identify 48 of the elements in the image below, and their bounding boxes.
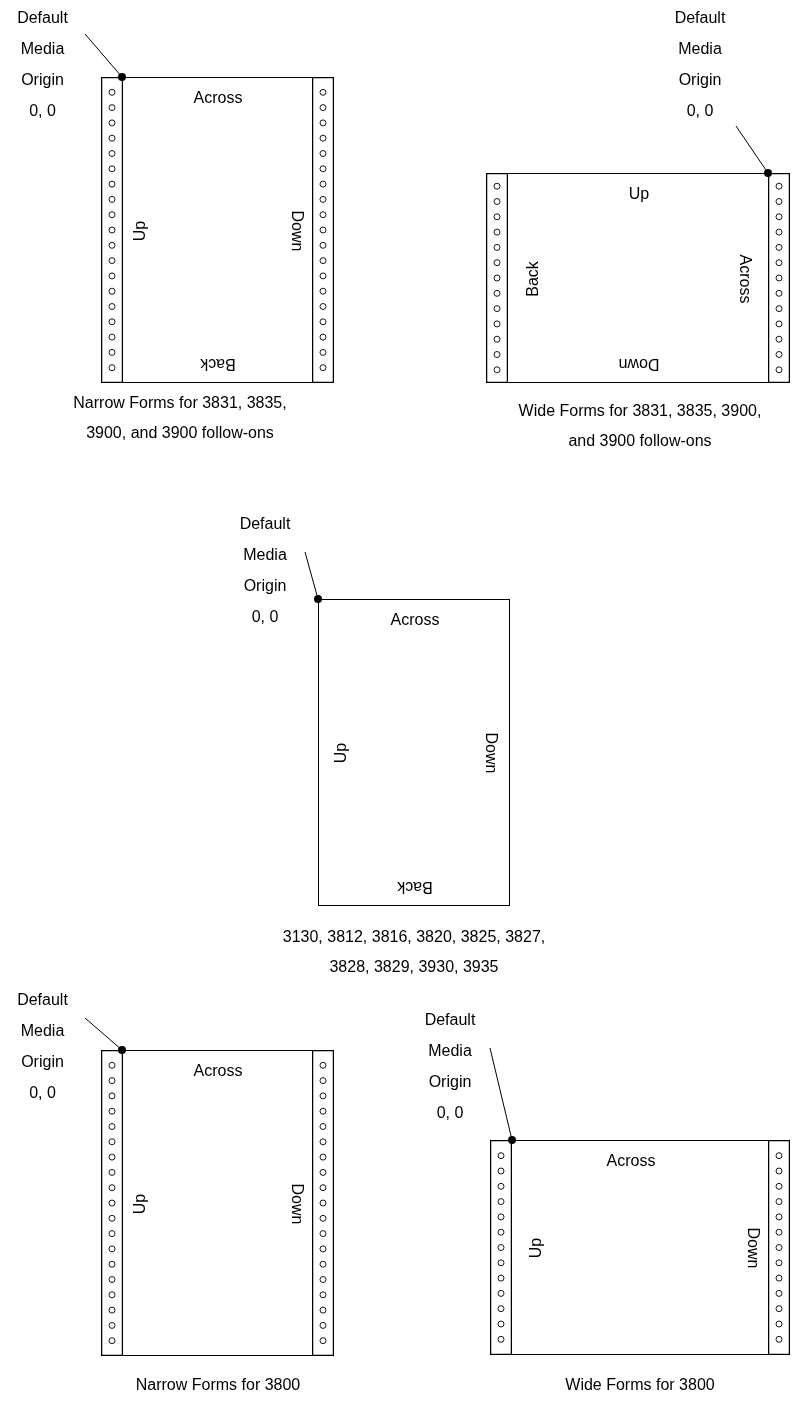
- origin-label: Default Media Origin: [673, 8, 727, 90]
- direction-label: Back: [200, 355, 236, 373]
- direction-label: Down: [288, 210, 306, 252]
- direction-label: Down: [288, 1183, 306, 1225]
- paper-form: [101, 77, 334, 383]
- origin-dot: [508, 1136, 516, 1144]
- origin-label: Default Media Origin: [16, 8, 69, 90]
- form-caption: 3130, 3812, 3816, 3820, 3825, 3827, 3828, 3829, 3930, 3935: [281, 927, 547, 977]
- leader-line: [735, 125, 767, 171]
- direction-label: Across: [390, 611, 440, 629]
- direction-label: Up: [628, 185, 650, 203]
- coordinate-label: 0, 0: [28, 1083, 57, 1103]
- coordinate-label: 0, 0: [28, 101, 57, 121]
- paper-form: [318, 599, 510, 906]
- paper-form: [101, 1050, 334, 1356]
- direction-label: Up: [332, 742, 350, 764]
- paper-form: [490, 1140, 790, 1355]
- direction-label: Across: [193, 89, 243, 107]
- form-caption: Narrow Forms for 3831, 3835, 3900, and 3900 follow-ons: [72, 393, 288, 443]
- form-caption: Narrow Forms for 3800: [134, 1375, 302, 1395]
- origin-dot: [764, 169, 772, 177]
- origin-dot: [118, 1046, 126, 1054]
- origin-dot: [118, 73, 126, 81]
- direction-label: Across: [193, 1062, 243, 1080]
- direction-label: Up: [131, 220, 149, 242]
- origin-label: Default Media Origin: [238, 514, 292, 596]
- coordinate-label: 0, 0: [685, 101, 715, 121]
- leader-line: [84, 33, 120, 75]
- direction-label: Across: [736, 254, 754, 304]
- direction-label: Down: [482, 732, 500, 774]
- direction-label: Down: [744, 1227, 762, 1269]
- leader-line: [489, 1047, 512, 1137]
- coordinate-label: 0, 0: [250, 607, 280, 627]
- direction-label: Back: [524, 261, 542, 297]
- direction-label: Up: [527, 1237, 545, 1259]
- coordinate-label: 0, 0: [435, 1103, 465, 1123]
- origin-label: Default Media Origin: [16, 990, 69, 1072]
- direction-label: Up: [131, 1193, 149, 1215]
- form-caption: Wide Forms for 3831, 3835, 3900, and 3900 follow-ons: [517, 401, 763, 451]
- leader-line: [304, 551, 318, 596]
- direction-label: Across: [606, 1152, 656, 1170]
- paper-form: [486, 173, 790, 383]
- origin-label: Default Media Origin: [423, 1010, 477, 1092]
- leader-line: [84, 1017, 120, 1048]
- direction-label: Down: [618, 355, 660, 373]
- form-caption: Wide Forms for 3800: [564, 1375, 716, 1395]
- origin-dot: [314, 595, 322, 603]
- direction-label: Back: [397, 878, 433, 896]
